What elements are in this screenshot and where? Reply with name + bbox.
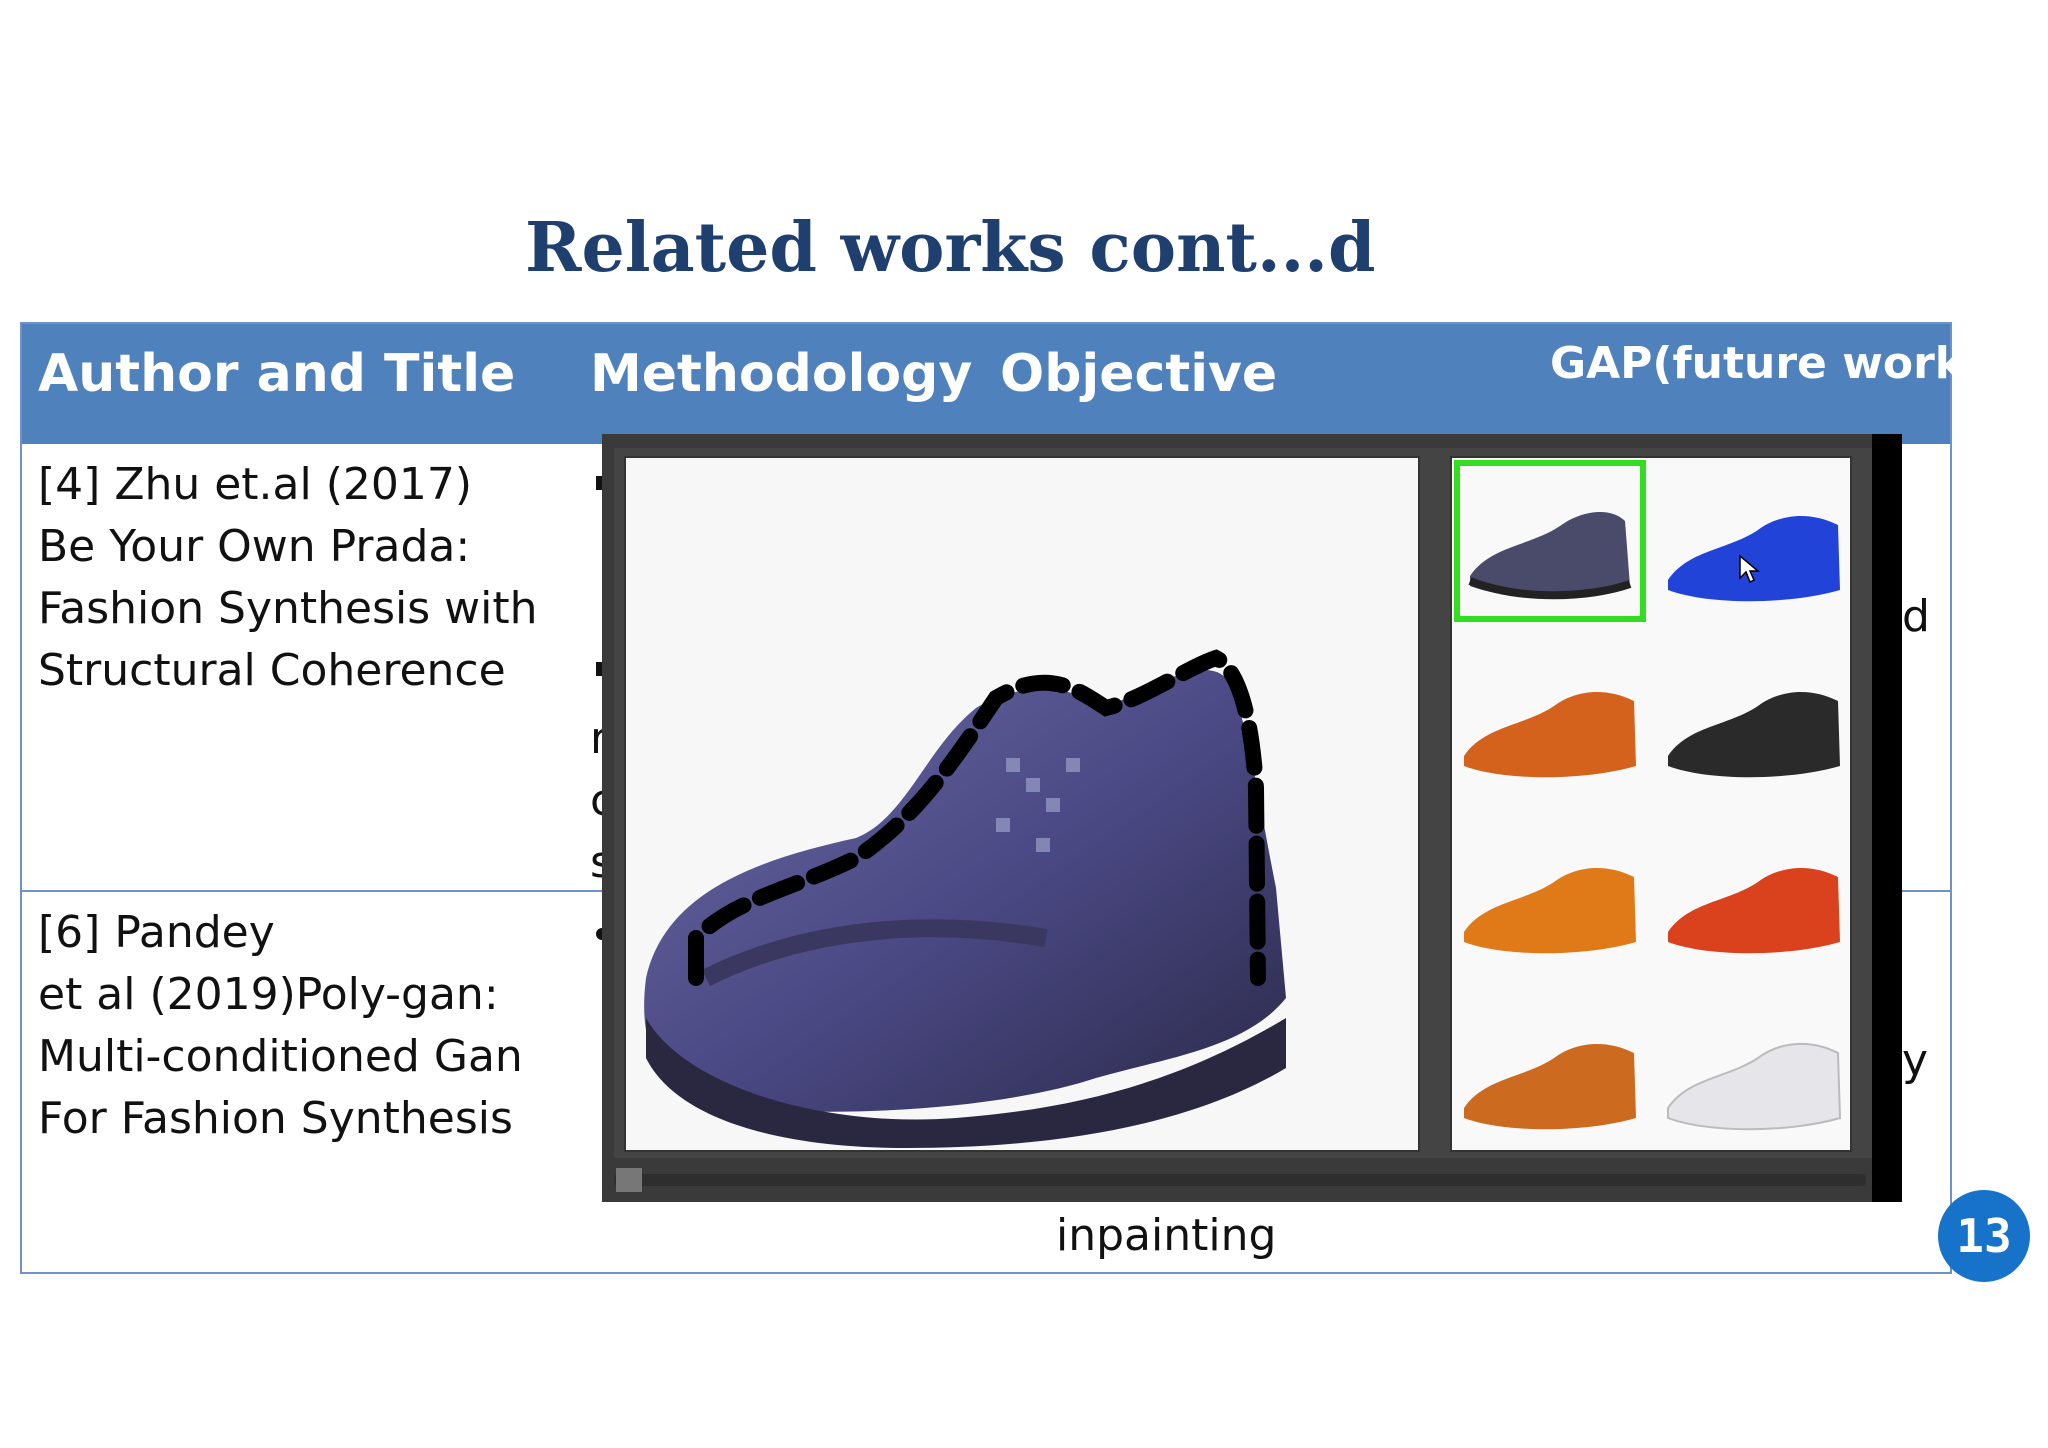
shoe-thumbnail[interactable] xyxy=(1658,988,1850,1150)
thumbnail-grid xyxy=(1450,456,1852,1152)
row-2-author-line: et al (2019)Poly-gan: xyxy=(38,969,499,1020)
row-1-author-line: [4] Zhu et.al (2017) xyxy=(38,459,473,510)
shoe-thumbnail[interactable] xyxy=(1658,812,1850,974)
page-number-badge: 13 xyxy=(1938,1190,2030,1282)
slide-title: Related works cont...d xyxy=(525,208,1376,288)
table-header: Author and Title Methodology Objective G… xyxy=(22,324,1984,444)
header-gap: GAP(future work) xyxy=(1550,338,1985,389)
main-shoe-view xyxy=(624,456,1420,1152)
mouse-cursor-icon xyxy=(1739,554,1761,584)
row-2-author-title: [6] Pandey et al (2019)Poly-gan: Multi-c… xyxy=(38,902,523,1150)
shoe-thumbnail[interactable] xyxy=(1454,636,1646,798)
row-1-author-title: [4] Zhu et.al (2017) Be Your Own Prada: … xyxy=(38,454,538,702)
player-edge xyxy=(1872,434,1902,1202)
header-author-title: Author and Title xyxy=(38,344,516,404)
video-player-overlay[interactable] xyxy=(602,434,1902,1202)
row-2-author-line: [6] Pandey xyxy=(38,907,275,958)
gap-fragment: y xyxy=(1902,1035,1929,1086)
shoe-thumbnail[interactable] xyxy=(1454,988,1646,1150)
header-methodology: Methodology xyxy=(590,344,973,404)
row-2-author-line: For Fashion Synthesis xyxy=(38,1093,513,1144)
objective-fragment-inpainting: inpainting xyxy=(1056,1210,1277,1261)
gap-fragment: d xyxy=(1902,591,1930,642)
related-works-table: Author and Title Methodology Objective G… xyxy=(20,322,1984,1274)
row-1-author-line: Fashion Synthesis with xyxy=(38,583,538,634)
shoe-thumbnail[interactable] xyxy=(1454,460,1646,622)
seekbar-handle[interactable] xyxy=(616,1168,642,1192)
shoe-thumbnail[interactable] xyxy=(1454,812,1646,974)
video-frame xyxy=(614,448,1876,1158)
row-1-author-line: Structural Coherence xyxy=(38,645,506,696)
shoe-thumbnail[interactable] xyxy=(1658,460,1850,622)
shoe-illustration xyxy=(626,458,1418,1150)
shoe-thumbnail[interactable] xyxy=(1658,636,1850,798)
header-objective: Objective xyxy=(1000,344,1278,404)
row-2-author-line: Multi-conditioned Gan xyxy=(38,1031,523,1082)
row-1-author-line: Be Your Own Prada: xyxy=(38,521,471,572)
video-seekbar[interactable] xyxy=(614,1174,1866,1186)
